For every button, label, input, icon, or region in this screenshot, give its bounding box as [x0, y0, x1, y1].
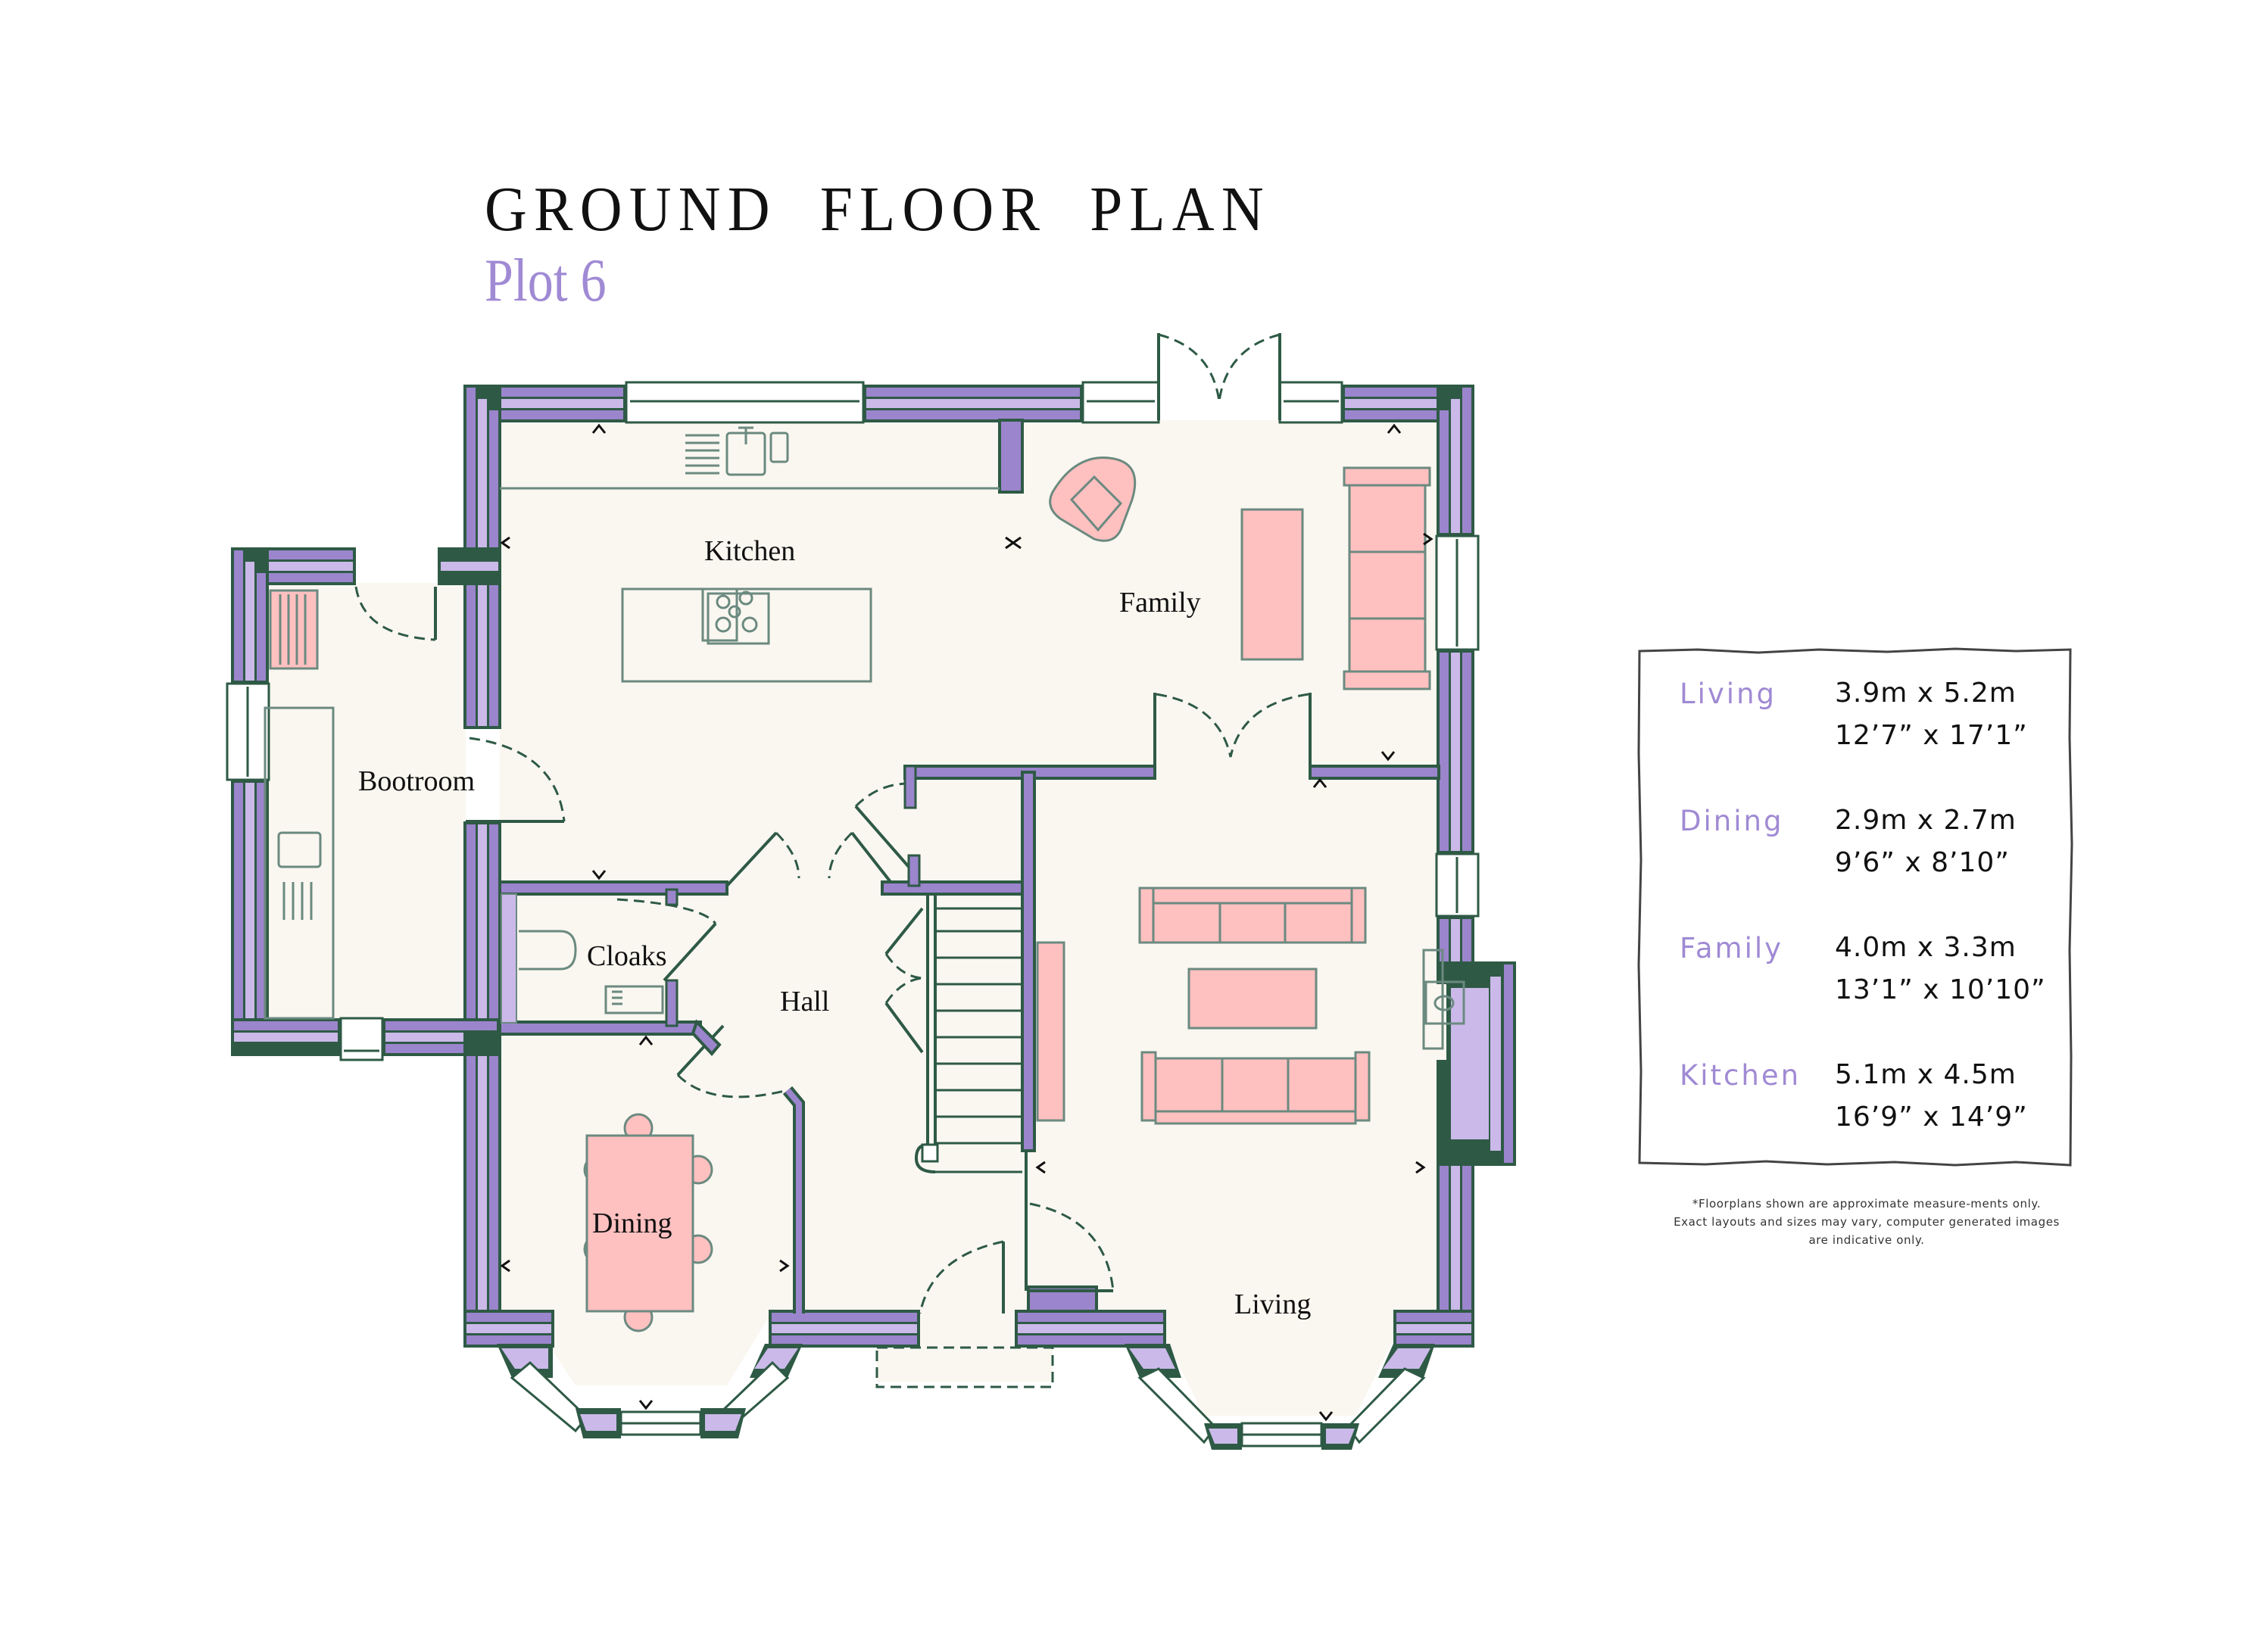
- doors: [354, 333, 1312, 1388]
- dining-table: [585, 1134, 694, 1313]
- cloaks-fixtures: [519, 930, 664, 1014]
- towel-rail-icon: [282, 882, 313, 920]
- dining-furniture: [583, 1113, 713, 1332]
- label-dining: Dining: [592, 1208, 672, 1239]
- legend-room-name: Dining: [1680, 805, 1784, 837]
- label-hall: Hall: [780, 986, 829, 1017]
- cloaks-basin: [604, 985, 664, 1014]
- legend-room-name: Living: [1680, 678, 1777, 710]
- legend-metric: 2.9m x 2.7m: [1835, 805, 2017, 836]
- living-sofa-bottom: [1140, 1051, 1371, 1125]
- legend-imperial: 9’6” x 8’10”: [1835, 847, 2010, 878]
- legend-metric: 4.0m x 3.3m: [1835, 932, 2017, 963]
- interior-walls: [498, 419, 1440, 1313]
- legend-room-name: Family: [1680, 932, 1784, 964]
- radiator-markers: [500, 423, 1433, 1422]
- page-title: GROUND FLOOR PLAN: [485, 174, 1271, 245]
- bootroom-fixtures: [264, 589, 335, 1020]
- label-bootroom: Bootroom: [358, 765, 475, 797]
- armchair: [1049, 457, 1137, 542]
- plot-subtitle: Plot 6: [485, 248, 607, 314]
- fireplace-icon: [1422, 949, 1465, 1050]
- label-cloaks: Cloaks: [587, 940, 667, 972]
- sink-icon: [725, 426, 789, 476]
- staircase: [914, 893, 1022, 1173]
- family-sofa: [1343, 466, 1431, 690]
- stair-treads: [931, 907, 1022, 1173]
- living-sofa-top: [1138, 887, 1367, 944]
- legend-frame: [1637, 647, 2073, 1167]
- media-unit: [1036, 941, 1065, 1122]
- legend-imperial: 16’9” x 14’9”: [1835, 1102, 2028, 1133]
- legend-metric: 5.1m x 4.5m: [1835, 1059, 2017, 1090]
- utility-sink-icon: [277, 831, 322, 868]
- dining-bay: [497, 1344, 803, 1438]
- drainer-icon: [685, 434, 719, 475]
- legend-imperial: 13’1” x 10’10”: [1835, 974, 2046, 1005]
- exterior-walls: [231, 385, 1516, 1348]
- living-coffee-table: [1187, 968, 1318, 1030]
- room-dimensions-legend: Living 3.9m x 5.2m 12’7” x 17’1” Dining …: [1637, 647, 2073, 1167]
- living-bay: [1125, 1344, 1435, 1450]
- label-living: Living: [1234, 1289, 1311, 1320]
- family-coffee-table: [1240, 508, 1304, 661]
- living-furniture: [1036, 887, 1465, 1125]
- radiator: [269, 589, 319, 670]
- label-family: Family: [1119, 587, 1201, 619]
- wc-icon: [519, 930, 577, 971]
- kitchen-island: [621, 587, 872, 683]
- legend-imperial: 12’7” x 17’1”: [1835, 720, 2028, 751]
- utility-worktop: [264, 706, 335, 1020]
- disclaimer-note: *Floorplans shown are approximate measur…: [1674, 1197, 2060, 1247]
- label-kitchen: Kitchen: [704, 535, 795, 567]
- room-labels: Kitchen Family Bootroom Cloaks Hall Dini…: [358, 535, 1311, 1320]
- legend-room-name: Kitchen: [1680, 1059, 1802, 1092]
- kitchen-fixtures: [500, 426, 1000, 683]
- hob-icon: [701, 587, 770, 645]
- windows: [226, 381, 1480, 1061]
- family-furniture: [1049, 457, 1431, 690]
- legend-metric: 3.9m x 5.2m: [1835, 678, 2017, 709]
